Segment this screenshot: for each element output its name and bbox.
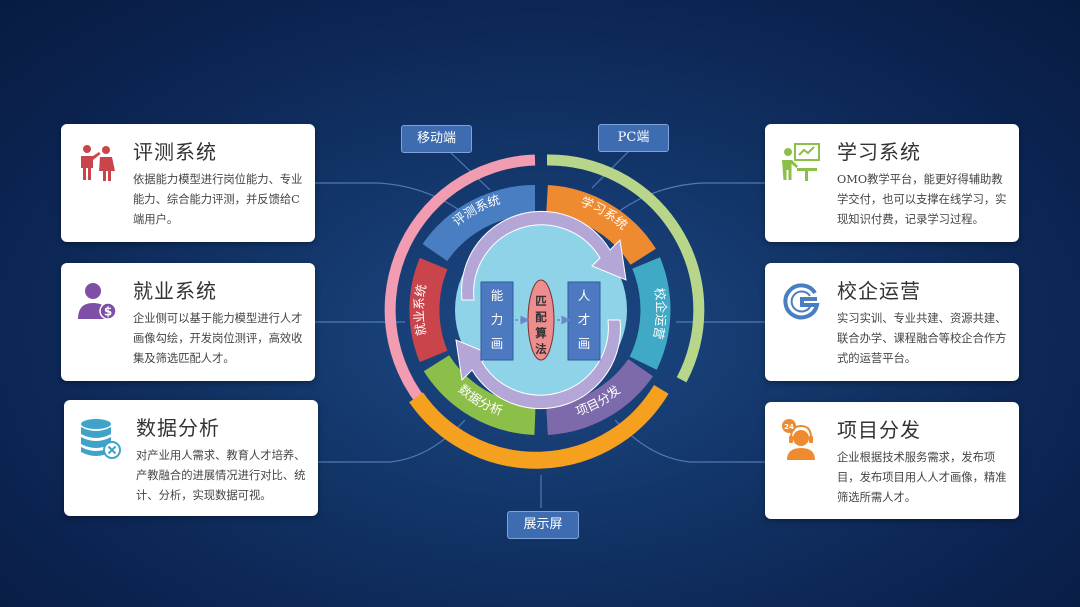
person-money-icon: $ [78, 283, 117, 320]
card-title: 评测系统 [133, 140, 217, 164]
card-learning: 学习系统 OMO教学平台，能更好得辅助教学交付，也可以支撑在线学习，实现知识付费… [765, 124, 1019, 242]
mobile-tag: 移动端 [401, 125, 472, 153]
card-employment: $ 就业系统 企业侧可以基于能力模型进行人才画像勾绘，开发岗位测评，高效收集及筛… [61, 263, 315, 381]
card-title: 数据分析 [136, 416, 220, 440]
ability-char-2: 力 [491, 312, 504, 327]
card-title: 项目分发 [837, 418, 921, 442]
segment-learning [545, 185, 656, 266]
talent-char-2: 才 [578, 312, 591, 327]
teacher-board-icon [782, 143, 820, 181]
card-description: 对产业用人需求、教育人才培养、产教融合的进展情况进行对比、统计、分析，实现数据可… [136, 449, 306, 502]
card-analytics: 数据分析 对产业用人需求、教育人才培养、产教融合的进展情况进行对比、统计、分析，… [64, 400, 318, 516]
match-char-1: 匹 [535, 294, 547, 308]
talent-char-1: 人 [578, 288, 591, 303]
segment-projects [545, 358, 653, 435]
segment-analytics [423, 354, 537, 435]
card-description: 实习实训、专业共建、资源共建、联合办学、课程融合等校企合作方式的运营平台。 [837, 312, 1007, 365]
match-char-2: 配 [535, 310, 547, 324]
card-description: OMO教学平台，能更好得辅助教学交付，也可以支撑在线学习，实现知识付费，记录学习… [837, 173, 1007, 226]
ability-profile-box [480, 281, 514, 361]
segment-assessment [422, 185, 536, 262]
database-icon [81, 419, 121, 459]
match-char-3: 算 [534, 326, 547, 340]
card-operations: 校企运营 实习实训、专业共建、资源共建、联合办学、课程融合等校企合作方式的运营平… [765, 263, 1019, 381]
people-pointing-icon [81, 145, 115, 181]
card-description: 企业侧可以基于能力模型进行人才画像勾绘，开发岗位测评，高效收集及筛选匹配人才。 [133, 312, 303, 365]
outer-ring-green [546, 154, 705, 383]
outer-rings [384, 154, 705, 469]
talent-profile-box [567, 281, 601, 361]
ability-char-3: 画 [491, 336, 504, 351]
card-description: 依据能力模型进行岗位能力、专业能力、综合能力评测，并反馈给C端用户。 [133, 173, 303, 226]
outer-ring-pink [384, 154, 536, 421]
card-title: 就业系统 [133, 279, 217, 303]
segment-employment [409, 257, 448, 363]
cycle-arrows [455, 210, 627, 410]
outer-ring-orange [409, 385, 669, 469]
card-title: 学习系统 [837, 140, 921, 164]
headset-24-icon: 24 [782, 419, 815, 460]
svg-text:$: $ [104, 305, 112, 319]
card-description: 企业根据技术服务需求，发布项目，发布项目用人人才画像，精准筛选所需人才。 [837, 451, 1007, 504]
segment-operations [629, 257, 671, 370]
card-projects: 24 项目分发 企业根据技术服务需求，发布项目，发布项目用人人才画像，精准筛选所… [765, 402, 1019, 519]
pc-tag: PC端 [598, 124, 669, 152]
card-assessment: 评测系统 依据能力模型进行岗位能力、专业能力、综合能力评测，并反馈给C端用户。 [61, 124, 315, 242]
talent-char-3: 画 [578, 336, 591, 351]
card-title: 校企运营 [837, 279, 921, 303]
svg-text:24: 24 [784, 423, 794, 431]
ring-segments [409, 185, 671, 435]
g-logo-icon [783, 283, 820, 320]
ability-char-1: 能 [491, 288, 504, 303]
match-char-4: 法 [535, 342, 547, 356]
display-tag: 展示屏 [507, 511, 579, 539]
